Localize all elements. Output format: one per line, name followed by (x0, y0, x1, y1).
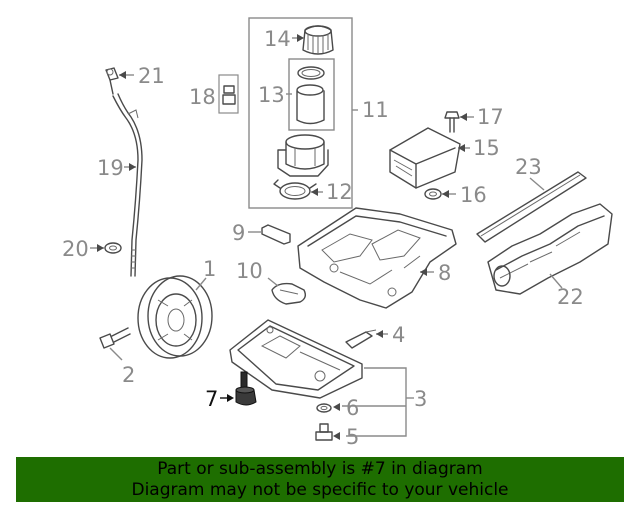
part-1-pulley (137, 275, 213, 359)
part-23-gasket-strip (476, 171, 587, 243)
arrow-4 (376, 330, 383, 338)
arrow-16 (442, 190, 449, 198)
callout-9: 9 (232, 221, 245, 245)
callout-14: 14 (264, 27, 291, 51)
callout-15: 15 (473, 136, 500, 160)
callout-11: 11 (362, 98, 389, 122)
part-filter-housing (277, 134, 329, 177)
part-19-dipstick-tube (112, 93, 143, 277)
arrow-17 (460, 113, 467, 121)
callout-19: 19 (97, 156, 124, 180)
callout-23: 23 (515, 155, 542, 179)
part-5-drain-plug (315, 423, 333, 441)
part-4-fitting (345, 329, 377, 349)
callout-17: 17 (477, 105, 504, 129)
part-17-bolt (444, 111, 460, 133)
info-banner: Part or sub-assembly is #7 in diagram Di… (16, 457, 624, 502)
part-10-pickup (271, 282, 307, 305)
callout-10: 10 (236, 259, 263, 283)
callout-6: 6 (346, 396, 359, 420)
arrow-8 (420, 268, 427, 276)
arrow-6 (333, 403, 340, 411)
part-20-washer (104, 242, 122, 254)
callout-16: 16 (460, 183, 487, 207)
arrow-20 (97, 244, 104, 252)
part-18-frame (218, 74, 239, 114)
part-9-bracket (261, 224, 291, 245)
part-16-washer (424, 188, 442, 200)
callout-7[interactable]: 7 (205, 387, 218, 411)
part-6-washer (316, 403, 332, 413)
callout-3: 3 (414, 387, 427, 411)
part-3-lower-pan (229, 319, 363, 399)
callout-5: 5 (346, 425, 359, 449)
leader-3 (346, 367, 407, 437)
arrow-14 (297, 34, 304, 42)
arrow-21 (119, 71, 126, 79)
callout-12: 12 (326, 180, 353, 204)
part-21-sensor (105, 67, 119, 95)
callout-21: 21 (138, 64, 165, 88)
banner-line-2: Diagram may not be specific to your vehi… (131, 480, 509, 500)
arrow-5 (333, 432, 340, 440)
leader-22 (549, 273, 563, 289)
part-2-bolt (99, 327, 131, 349)
leader-2 (109, 347, 123, 361)
arrow-19 (129, 163, 136, 171)
group-11-frame (248, 17, 353, 209)
callout-8: 8 (438, 261, 451, 285)
arrow-7 (227, 394, 234, 402)
callout-1: 1 (203, 257, 216, 281)
part-12-gasket (273, 179, 317, 200)
arrow-12 (311, 188, 318, 196)
callout-20: 20 (62, 237, 89, 261)
banner-line-1: Part or sub-assembly is #7 in diagram (157, 459, 483, 479)
leader-10 (267, 277, 279, 287)
callout-22: 22 (557, 285, 584, 309)
leader-23 (529, 177, 545, 191)
arrow-15 (458, 144, 465, 152)
part-14-oil-filter-cap (302, 25, 334, 55)
part-13-filter-element (296, 66, 325, 125)
part-15-module (389, 127, 461, 189)
parts-diagram: 14 13 11 12 18 21 19 20 17 15 16 23 22 9… (62, 17, 613, 449)
part-18-plug (222, 85, 236, 105)
callout-4: 4 (392, 323, 405, 347)
callout-2: 2 (122, 363, 135, 387)
part-22-manifold (487, 203, 613, 295)
leader-1 (195, 277, 207, 291)
callout-13: 13 (258, 83, 285, 107)
part-8-upper-pan (297, 207, 457, 309)
part-7-oil-level-sensor[interactable] (235, 371, 257, 406)
callout-18: 18 (189, 85, 216, 109)
